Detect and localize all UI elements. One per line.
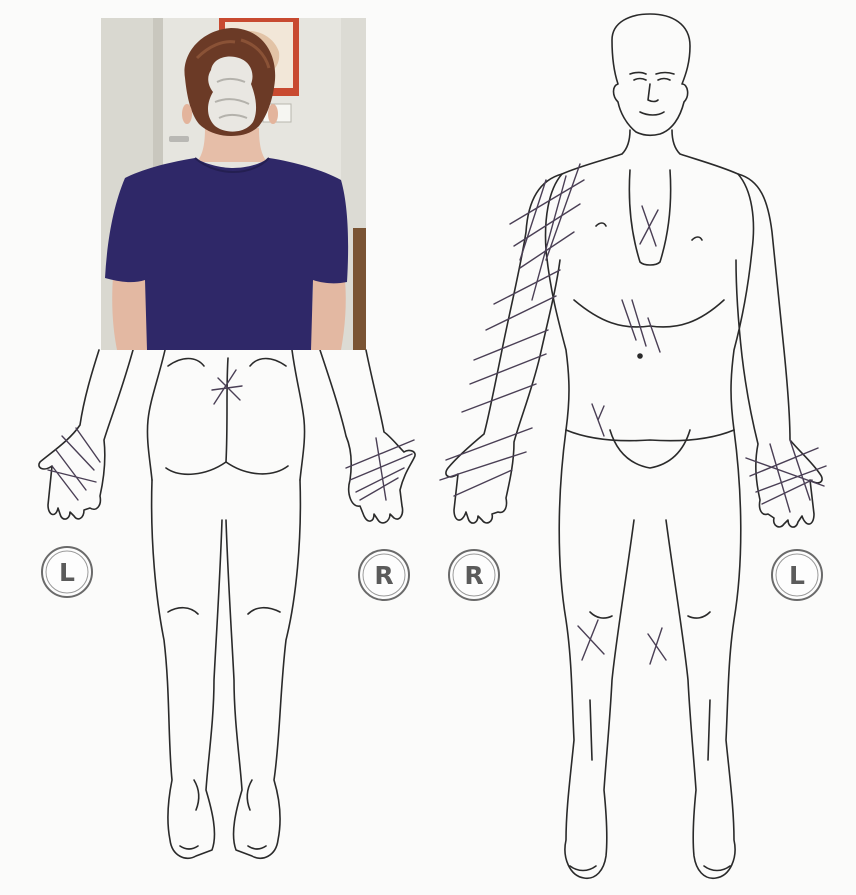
back-right-label-badge: R — [357, 548, 411, 602]
photo-left-arm — [112, 276, 151, 350]
front-head-outline — [612, 14, 690, 135]
front-view-figure — [446, 14, 822, 878]
back-right-label: R — [357, 548, 411, 602]
patient-back-photo — [101, 18, 366, 350]
back-right-leg-outline — [226, 480, 300, 858]
back-buttocks-outline — [166, 462, 288, 474]
front-right-label: R — [447, 548, 501, 602]
photo-hair-scrunchie — [208, 57, 256, 132]
back-view-figure — [39, 350, 415, 858]
front-left-label-badge: L — [770, 548, 824, 602]
front-neck-outline — [562, 130, 630, 174]
front-left-leg-outline — [666, 430, 741, 878]
back-torso-outline — [147, 350, 165, 480]
back-left-leg-outline — [152, 480, 222, 858]
back-left-label-badge: L — [40, 545, 94, 599]
back-left-arm-outline — [39, 350, 133, 519]
back-right-arm-outline — [320, 350, 415, 523]
back-left-label: L — [40, 545, 94, 599]
front-right-label-badge: R — [447, 548, 501, 602]
front-torso-outline — [546, 174, 569, 430]
front-right-leg-outline — [559, 430, 634, 878]
front-left-label: L — [770, 548, 824, 602]
